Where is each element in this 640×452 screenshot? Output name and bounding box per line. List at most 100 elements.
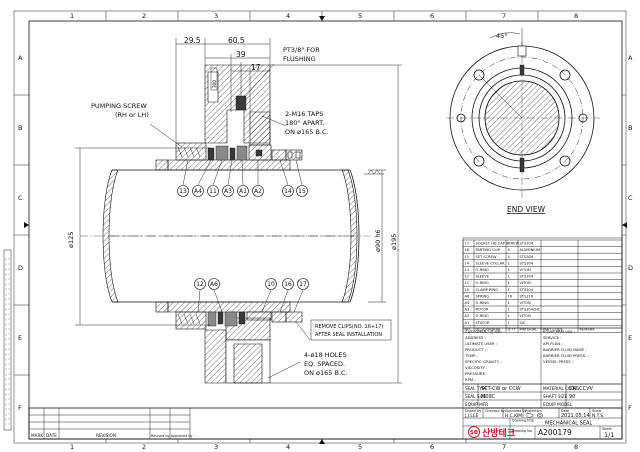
info-line: ADDRESS : bbox=[465, 335, 486, 340]
scale-value: N.T.S. bbox=[592, 413, 604, 419]
dim-dia-125: ø125 bbox=[67, 232, 75, 248]
end-view bbox=[446, 28, 600, 198]
zone-col-3: 3 bbox=[214, 12, 218, 20]
balloon-16: 16 bbox=[284, 281, 292, 288]
end-view-label: END VIEW bbox=[507, 205, 546, 214]
balloon-17: 17 bbox=[299, 281, 307, 288]
title-block bbox=[28, 407, 623, 440]
parts-header: MATERIAL bbox=[520, 327, 538, 331]
dim-dia-90h6: ø90 h6 bbox=[374, 229, 382, 252]
approved-by-value: H.C.KIM bbox=[505, 413, 522, 419]
rev-header-revised-by: Revised by bbox=[151, 434, 169, 438]
parts-cell: O-RING bbox=[476, 314, 489, 318]
note-flushing-line1: PT3/8" FOR bbox=[283, 46, 320, 54]
seal-size-value: M09C bbox=[481, 394, 496, 400]
parts-cell: STATOR bbox=[476, 321, 490, 325]
sheet-label: Sheet bbox=[602, 427, 612, 431]
note-pumping-line1: PUMPING SCREW bbox=[91, 102, 147, 110]
info-line: BARRIER FLUID NAME : bbox=[543, 347, 587, 352]
parts-cell: STS304 bbox=[520, 275, 534, 279]
zone-row-labels: A B C D E F A B C D E F bbox=[18, 54, 633, 412]
note-holes-line3: ON ø165 B.C. bbox=[304, 369, 348, 377]
parts-cell: O-RING bbox=[476, 301, 489, 305]
note-taps-line2: 180° APART. bbox=[285, 119, 324, 127]
parts-cell: STS304 bbox=[520, 242, 534, 246]
zone-row-f: F bbox=[18, 404, 22, 412]
checked-by-label: Checked by bbox=[485, 409, 505, 413]
section-view bbox=[75, 38, 402, 384]
parts-header: NO. bbox=[465, 327, 472, 331]
parts-cell: PARTING CLIP bbox=[476, 248, 501, 252]
zone-row-b-right: B bbox=[628, 124, 632, 132]
parts-cell: STS304 bbox=[520, 261, 534, 265]
shaft-size-label: SHAFT SIZE bbox=[543, 394, 568, 399]
center-mark-right bbox=[622, 222, 627, 228]
parts-cell: STS316 bbox=[520, 294, 534, 298]
zone-col-1-bottom: 1 bbox=[70, 443, 74, 451]
zone-col-5: 5 bbox=[358, 12, 362, 20]
info-line: VESSEL PRESS. : bbox=[543, 359, 574, 364]
svg-text:SB: SB bbox=[470, 430, 478, 436]
approved-by-label: Approved by bbox=[505, 409, 527, 413]
parts-cell: 1 bbox=[508, 321, 510, 325]
parts-header: DESCRIPTION bbox=[476, 327, 501, 331]
zone-row-d-right: D bbox=[628, 264, 633, 272]
info-line: PRODUCT : bbox=[465, 347, 486, 352]
projection-label: Projection bbox=[525, 409, 542, 413]
balloon-12: 12 bbox=[196, 281, 204, 288]
center-mark-top bbox=[319, 16, 325, 21]
parts-cell: CLAMP RING bbox=[476, 288, 499, 292]
parts-header: PART CODE bbox=[543, 327, 564, 331]
parts-cell: A4 bbox=[465, 301, 470, 305]
dim-17: 17 bbox=[251, 63, 261, 72]
drawing-no: A200179 bbox=[538, 428, 572, 437]
parts-cell: ALUMINIUM bbox=[520, 248, 541, 252]
dim-300: 300 bbox=[212, 80, 217, 88]
drawing-no-label: Drawing No. bbox=[512, 429, 533, 433]
parts-cell: A3 bbox=[465, 308, 470, 312]
parts-cell: A1 bbox=[465, 321, 470, 325]
info-line: TEMP. : bbox=[464, 353, 478, 358]
dim-dia-195: ø195 bbox=[390, 234, 398, 250]
drawing-title-label: Drawing title bbox=[512, 419, 534, 423]
zone-col-8: 8 bbox=[574, 12, 578, 20]
zone-row-b: B bbox=[18, 124, 22, 132]
parts-cell: O-RING bbox=[476, 268, 489, 272]
info-line: SERVICE : bbox=[543, 335, 562, 340]
order-info-text: CUSTOMER / 한국회:ADDRESS :ULTIMATE USER :P… bbox=[464, 329, 589, 382]
rev-header-revision: REVISION bbox=[96, 433, 116, 438]
parts-header: Q'TY bbox=[508, 327, 517, 331]
info-line: PRESSURE : bbox=[465, 371, 487, 376]
note-flushing-line2: FLUSHING bbox=[283, 55, 316, 63]
balloon-11: 11 bbox=[209, 188, 217, 195]
seal-type-value: SCT-CW or CCW bbox=[481, 386, 521, 392]
note-holes-line2: EQ. SPACED. bbox=[304, 360, 345, 368]
rev-header-mark: MARK bbox=[31, 433, 43, 438]
parts-list bbox=[462, 237, 623, 333]
parts-cell: 13 bbox=[465, 268, 470, 272]
parts-cell: 4 bbox=[508, 255, 511, 259]
parts-cell: 4 bbox=[508, 242, 511, 246]
zone-row-a-right: A bbox=[628, 54, 633, 62]
parts-header: REMARK bbox=[580, 327, 596, 331]
balloon-14: 14 bbox=[284, 188, 292, 195]
parts-cell: SET SCREW bbox=[476, 255, 497, 259]
zone-row-d: D bbox=[18, 264, 23, 272]
balloon-a1: A1 bbox=[239, 188, 247, 195]
drawing-title: MECHANICAL SEAL bbox=[545, 421, 592, 427]
note-holes-line1: 4-ø18 HOLES bbox=[304, 351, 347, 359]
parts-cell: O-RING bbox=[476, 281, 489, 285]
dim-angle-45: 45° bbox=[496, 32, 508, 40]
zone-col-4: 4 bbox=[286, 12, 290, 20]
parts-cell: 15 bbox=[465, 255, 470, 259]
equip-model-label: EQUIP MODEL bbox=[543, 402, 573, 407]
zone-row-f-right: F bbox=[628, 404, 632, 412]
zone-col-5-bottom: 5 bbox=[358, 443, 362, 451]
zone-row-c: C bbox=[18, 194, 23, 202]
parts-cell: 4 bbox=[508, 248, 511, 252]
zone-col-4-bottom: 4 bbox=[286, 443, 290, 451]
zone-col-6: 6 bbox=[430, 12, 434, 20]
left-strip-marks bbox=[5, 258, 10, 425]
note-clips-line2: AFTER SEAL INSTALLATION bbox=[315, 332, 382, 338]
